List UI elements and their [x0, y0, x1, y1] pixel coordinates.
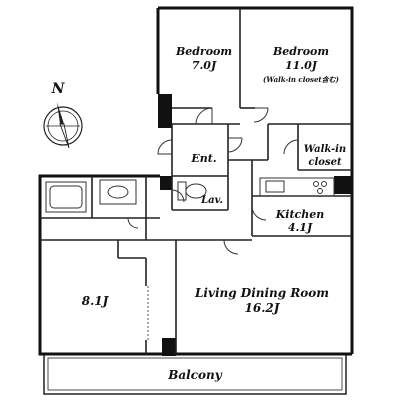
outer-walls: [38, 6, 354, 356]
living-size: 16.2J: [245, 301, 281, 315]
bedroom1-name: Bedroom: [175, 45, 232, 58]
doors: [127, 107, 299, 255]
toilet: [177, 181, 207, 201]
compass: N: [43, 81, 83, 149]
interior-walls: [40, 8, 352, 354]
living-name: Living Dining Room: [194, 286, 329, 300]
balcony-name: Balcony: [167, 368, 223, 382]
compass-north-label: N: [51, 81, 66, 97]
walkin-name-line2: closet: [308, 157, 342, 168]
washbasin: [99, 179, 137, 205]
bedroom2-name: Bedroom: [272, 45, 329, 58]
western-room-size: 8.1J: [82, 294, 110, 308]
balcony: [43, 353, 347, 395]
bathtub: [45, 181, 87, 213]
kitchen-size: 4.1J: [288, 221, 313, 234]
bedroom2-size: 11.0J: [285, 59, 318, 72]
bedroom2-note: (Walk-in closet含む): [263, 75, 339, 84]
walkin-name-line1: Walk-in: [304, 144, 346, 155]
kitchen-counter: [259, 177, 335, 197]
compass-arrow-icon: [57, 102, 64, 124]
columns: [158, 94, 352, 356]
kitchen-name: Kitchen: [275, 208, 325, 221]
bedroom1-size: 7.0J: [192, 59, 217, 72]
entrance-name: Ent.: [190, 152, 216, 165]
lavatory-name: Lav.: [200, 195, 223, 206]
